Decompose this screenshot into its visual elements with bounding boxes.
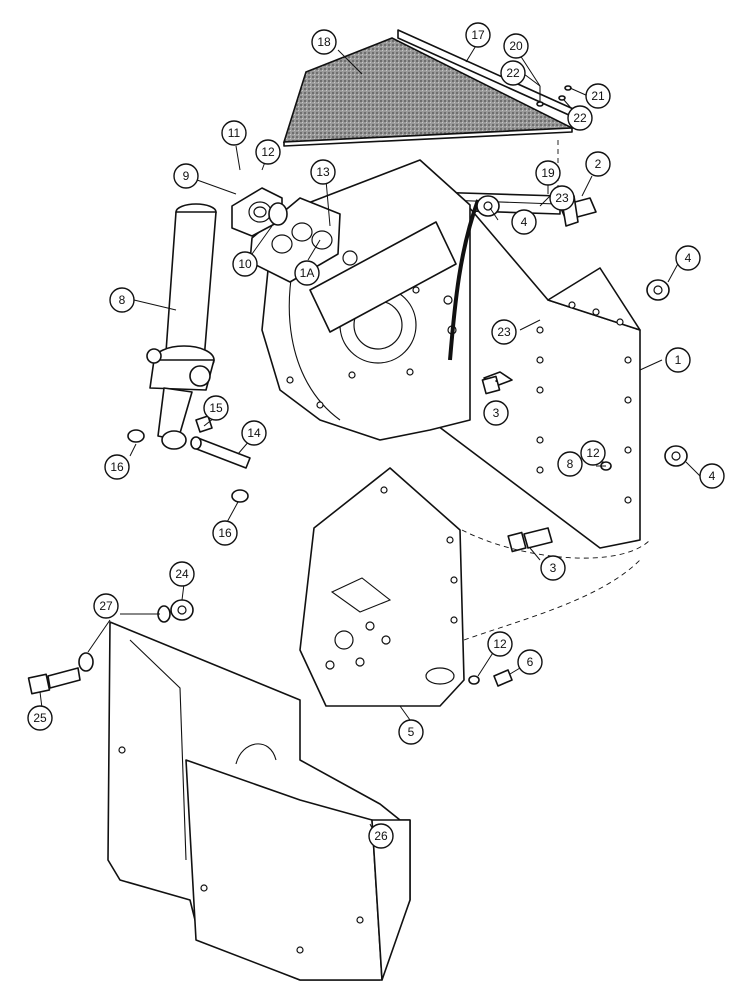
svg-text:25: 25 [33,711,47,725]
svg-text:27: 27 [99,599,113,613]
ring-16a [127,429,145,443]
svg-text:5: 5 [408,725,415,739]
mesh-screen-18 [282,37,576,147]
svg-text:22: 22 [573,111,587,125]
pin-14 [190,436,251,469]
callout-15: 15 [203,395,229,421]
svg-text:17: 17 [471,28,485,42]
callout-13: 13 [310,159,336,185]
svg-text:13: 13 [316,165,330,179]
callout-6: 6 [517,649,543,675]
svg-text:16: 16 [218,526,232,540]
callout-3b: 3 [540,555,566,581]
svg-text:23: 23 [555,191,569,205]
callout-4c: 4 [699,463,725,489]
svg-text:8: 8 [119,293,126,307]
side-plate-5 [299,467,465,707]
flange-plate [249,197,341,283]
svg-text:1: 1 [675,353,682,367]
callout-14: 14 [241,420,267,446]
callout-23a: 23 [549,185,575,211]
callout-5: 5 [398,719,424,745]
svg-text:26: 26 [374,829,388,843]
bearing-flange-9 [231,187,288,237]
nut-4c [664,445,688,467]
callout-3a: 3 [483,400,509,426]
nut-4a [476,195,500,217]
hydraulic-cylinder-8 [146,203,217,450]
nut-24 [170,599,194,621]
callout-4a: 4 [511,209,537,235]
washer-12c [468,675,480,685]
svg-text:24: 24 [175,567,189,581]
callout-20: 20 [503,33,529,59]
gearbox-face-1a [261,159,471,441]
callout-1: 1 [665,347,691,373]
callout-17: 17 [465,22,491,48]
svg-text:8: 8 [567,457,574,471]
svg-text:21: 21 [591,89,605,103]
hose [448,199,480,361]
fastener-22a [536,101,544,107]
svg-text:20: 20 [509,39,523,53]
svg-text:1A: 1A [300,266,315,280]
callout-9: 9 [173,163,199,189]
callout-22a: 22 [500,60,526,86]
callout-16a: 16 [104,454,130,480]
svg-text:14: 14 [247,426,261,440]
callout-12a: 12 [255,139,281,165]
grease-fitting-15 [195,415,213,433]
svg-text:23: 23 [497,325,511,339]
svg-text:6: 6 [527,655,534,669]
svg-text:15: 15 [209,401,223,415]
callout-8b: 8 [557,451,583,477]
svg-text:9: 9 [183,169,190,183]
svg-text:12: 12 [586,446,600,460]
callout-23b: 23 [491,319,517,345]
callout-2: 2 [585,151,611,177]
callout-27: 27 [93,593,119,619]
callout-25: 25 [27,705,53,731]
callout-22b: 22 [567,105,593,131]
bolt-25 [27,667,81,695]
callout-4b: 4 [675,245,701,271]
svg-text:2: 2 [595,157,602,171]
callout-11: 11 [221,120,247,146]
callout-26: 26 [368,823,394,849]
svg-text:3: 3 [550,561,557,575]
svg-text:12: 12 [493,637,507,651]
svg-text:4: 4 [521,215,528,229]
svg-text:11: 11 [228,126,241,140]
bolt-3b [507,527,553,553]
callout-8a: 8 [109,287,135,313]
bolt-6 [493,669,513,687]
guard-26 [107,621,411,981]
callout-16b: 16 [212,520,238,546]
svg-text:18: 18 [317,35,331,49]
bolt-2 [559,195,597,227]
callout-19: 19 [535,160,561,186]
callout-1a: 1A [294,260,320,286]
callout-18: 18 [311,29,337,55]
callout-12b: 12 [580,440,606,466]
svg-text:12: 12 [261,145,275,159]
bolt-3a [481,371,513,395]
callout-12c: 12 [487,631,513,657]
svg-text:16: 16 [110,460,124,474]
callout-24: 24 [169,561,195,587]
callout-21: 21 [585,83,611,109]
svg-text:22: 22 [506,66,520,80]
fastener-22b [558,95,566,101]
ring-16b [231,489,249,503]
svg-text:4: 4 [709,469,716,483]
svg-text:3: 3 [493,406,500,420]
nut-4b [646,279,670,301]
svg-text:19: 19 [541,166,555,180]
svg-text:4: 4 [685,251,692,265]
callout-10: 10 [232,251,258,277]
svg-text:10: 10 [238,257,252,271]
washer-27b [78,652,94,672]
